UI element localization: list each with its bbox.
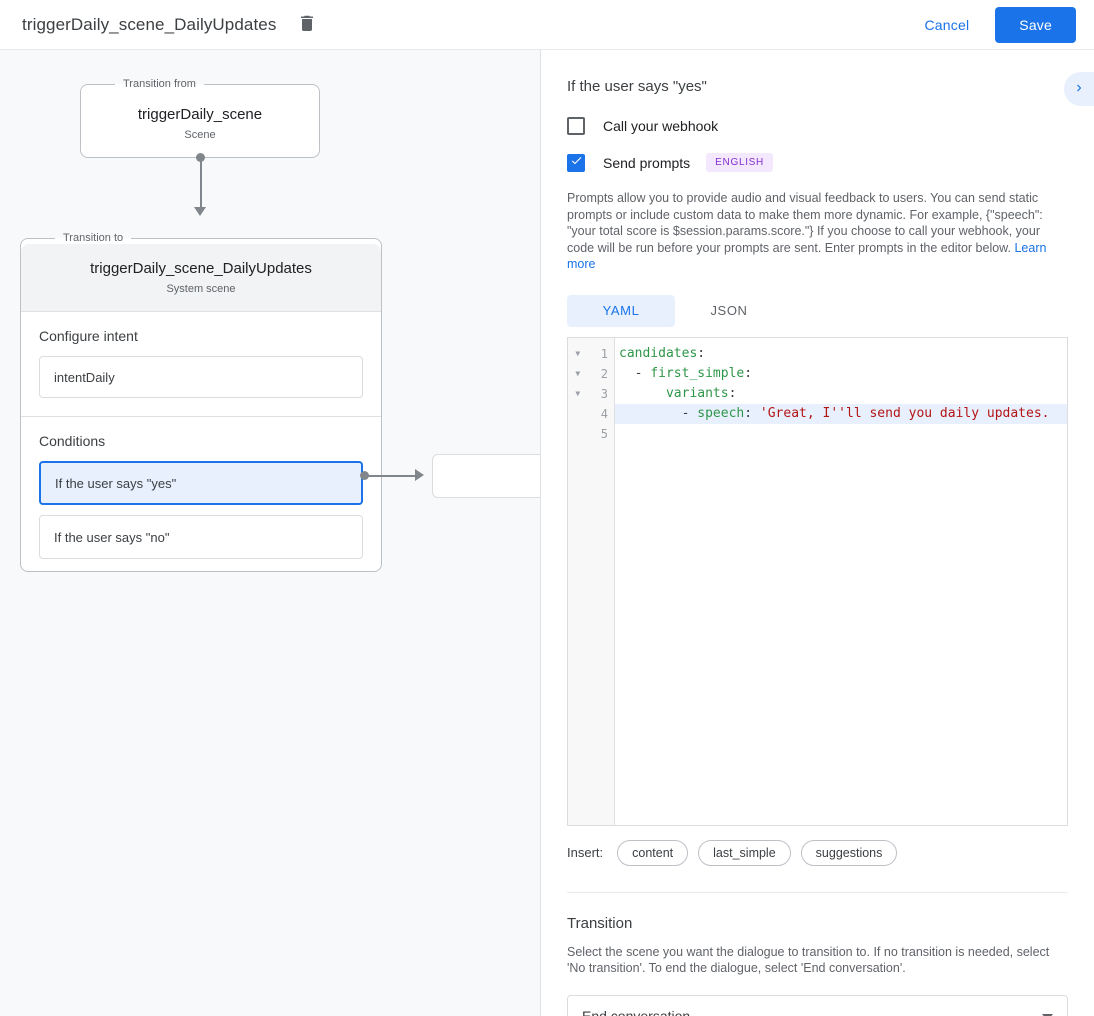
line-number: 3 bbox=[600, 386, 608, 401]
tab-yaml[interactable]: YAML bbox=[567, 294, 675, 327]
transition-to-header: triggerDaily_scene_DailyUpdates System s… bbox=[21, 244, 381, 312]
transition-to-node[interactable]: Transition to triggerDaily_scene_DailyUp… bbox=[20, 232, 382, 572]
transition-from-node[interactable]: Transition from triggerDaily_scene Scene bbox=[80, 78, 320, 158]
transition-to-subtitle: System scene bbox=[166, 283, 236, 295]
transition-select[interactable]: End conversation bbox=[567, 994, 1068, 1016]
insert-chip-content[interactable]: content bbox=[617, 839, 689, 866]
transition-selected-value: End conversation bbox=[582, 1007, 691, 1016]
code-line: - first_simple: bbox=[619, 365, 753, 381]
next-node-card[interactable] bbox=[432, 454, 540, 498]
code-line: - speech: 'Great, I''ll send you daily u… bbox=[615, 403, 1067, 424]
intent-field[interactable]: intentDaily bbox=[39, 356, 363, 398]
configure-intent-label: Configure intent bbox=[39, 328, 138, 344]
check-icon bbox=[570, 154, 583, 172]
page-title: triggerDaily_scene_DailyUpdates bbox=[22, 14, 277, 34]
connector-arrow-down bbox=[194, 207, 206, 216]
top-bar-actions: Cancel Save bbox=[913, 6, 1076, 43]
chevron-down-icon bbox=[1042, 1008, 1053, 1016]
connector-line-vertical bbox=[199, 157, 202, 209]
top-bar: triggerDaily_scene_DailyUpdates Cancel S… bbox=[0, 0, 1094, 50]
transition-help-text: Select the scene you want the dialogue t… bbox=[567, 944, 1050, 976]
prompts-help-body: Prompts allow you to provide audio and v… bbox=[567, 191, 1043, 255]
language-badge: ENGLISH bbox=[706, 153, 773, 172]
details-panel: If the user says "yes" Call your webhook… bbox=[541, 50, 1094, 1016]
trash-icon bbox=[299, 14, 315, 35]
connector-line-horizontal bbox=[365, 474, 417, 477]
fold-arrow-icon[interactable]: ▼ bbox=[575, 349, 581, 358]
tab-json[interactable]: JSON bbox=[675, 295, 783, 327]
editor-gutter: ▼1 ▼2 ▼3 4 5 bbox=[568, 337, 615, 825]
flow-canvas[interactable]: Transition from triggerDaily_scene Scene… bbox=[0, 50, 541, 1016]
gutter-line: 5 bbox=[568, 424, 614, 444]
cancel-button[interactable]: Cancel bbox=[913, 9, 982, 41]
gutter-line: ▼3 bbox=[568, 384, 614, 404]
line-number: 1 bbox=[600, 346, 608, 361]
connector-dot-condition bbox=[360, 471, 369, 480]
section-divider bbox=[567, 891, 1068, 893]
insert-row: Insert: content last_simple suggestions bbox=[567, 839, 1068, 866]
transition-to-legend: Transition to bbox=[63, 232, 124, 244]
expand-panel-button[interactable] bbox=[1064, 72, 1094, 106]
conditions-label: Conditions bbox=[39, 433, 106, 449]
insert-label: Insert: bbox=[567, 845, 604, 860]
condition-item-yes[interactable]: If the user says "yes" bbox=[39, 461, 363, 505]
configure-intent-section: Configure intent intentDaily bbox=[21, 312, 381, 416]
chevron-right-icon bbox=[1072, 81, 1086, 98]
send-prompts-label: Send prompts bbox=[603, 154, 691, 171]
transition-title: Transition bbox=[567, 914, 633, 932]
send-prompts-checkbox[interactable] bbox=[567, 153, 585, 172]
insert-chip-last-simple[interactable]: last_simple bbox=[698, 839, 791, 866]
code-line bbox=[615, 424, 1067, 444]
insert-chip-suggestions[interactable]: suggestions bbox=[800, 839, 898, 866]
delete-button[interactable] bbox=[292, 10, 322, 40]
line-number: 5 bbox=[600, 426, 608, 441]
transition-from-title: triggerDaily_scene bbox=[137, 106, 263, 123]
fold-arrow-icon[interactable]: ▼ bbox=[575, 389, 581, 398]
learn-more-link[interactable]: Learn more bbox=[567, 240, 1047, 272]
editor-content[interactable]: candidates: - first_simple: variants: - … bbox=[615, 338, 1067, 825]
gutter-line: ▼2 bbox=[568, 364, 614, 384]
format-tabs: YAML JSON bbox=[567, 294, 1068, 327]
code-editor[interactable]: ▼1 ▼2 ▼3 4 5 candidates: - first_simple:… bbox=[567, 336, 1068, 826]
line-number: 4 bbox=[600, 406, 608, 421]
transition-from-subtitle: Scene bbox=[184, 129, 216, 141]
condition-item-no[interactable]: If the user says "no" bbox=[39, 515, 363, 559]
transition-from-legend: Transition from bbox=[123, 78, 196, 90]
webhook-label: Call your webhook bbox=[603, 118, 719, 134]
prompts-help-text: Prompts allow you to provide audio and v… bbox=[567, 190, 1068, 273]
code-line: candidates: bbox=[619, 345, 706, 361]
code-line: variants: bbox=[665, 385, 737, 401]
gutter-line: 4 bbox=[568, 404, 614, 424]
save-button[interactable]: Save bbox=[995, 6, 1076, 43]
connector-arrow-right bbox=[415, 469, 424, 481]
conditions-section: Conditions If the user says "yes" If the… bbox=[21, 416, 381, 571]
line-number: 2 bbox=[600, 366, 608, 381]
panel-title: If the user says "yes" bbox=[567, 78, 707, 95]
webhook-checkbox[interactable] bbox=[567, 117, 585, 135]
transition-section: Transition Select the scene you want the… bbox=[541, 893, 1094, 1016]
webhook-row[interactable]: Call your webhook bbox=[567, 117, 1068, 135]
fold-arrow-icon[interactable]: ▼ bbox=[575, 369, 581, 378]
transition-to-title: triggerDaily_scene_DailyUpdates bbox=[90, 260, 312, 277]
send-prompts-row[interactable]: Send prompts ENGLISH bbox=[567, 153, 1068, 172]
prompts-section: If the user says "yes" Call your webhook… bbox=[541, 50, 1094, 893]
gutter-line: ▼1 bbox=[568, 344, 614, 364]
